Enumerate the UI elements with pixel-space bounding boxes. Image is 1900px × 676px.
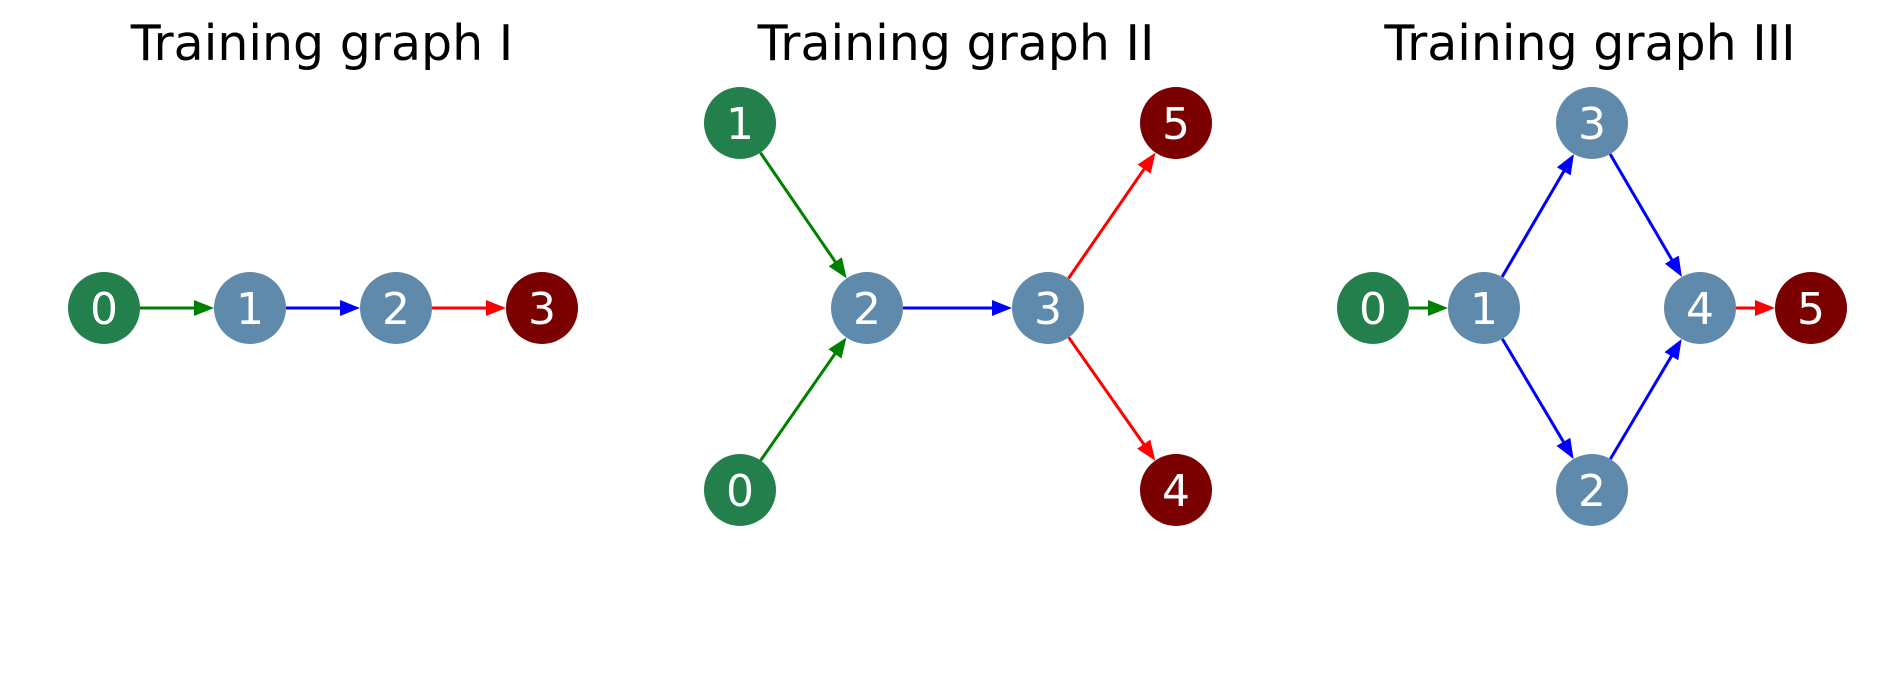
node-0: 0 [704,454,776,526]
edge-line [1501,338,1566,445]
edge-4-to-5 [1736,300,1775,316]
node-5: 5 [1140,87,1212,159]
node-label: 5 [1797,284,1825,335]
edge-1-to-3 [1500,154,1574,278]
edge-line [1609,353,1674,460]
arrowhead-icon [1664,339,1682,361]
arrowhead-icon [1664,255,1682,277]
node-1: 1 [704,87,776,159]
edge-line [1608,153,1675,263]
edge-line [759,351,838,462]
node-1: 1 [214,272,286,344]
node-2: 2 [360,272,432,344]
node-3: 3 [506,272,578,344]
node-label: 0 [1359,284,1387,335]
arrowhead-icon [340,300,360,316]
node-circle [831,272,903,344]
node-label: 1 [236,284,264,335]
panel-title: Training graph II [757,15,1155,72]
node-label: 0 [90,284,118,335]
edge-line [759,151,838,265]
edge-3-to-4 [1608,153,1682,277]
arrowhead-icon [828,337,847,359]
node-2: 2 [831,272,903,344]
node-label: 3 [528,284,556,335]
graph-panel-2: Training graph II1 5 2 3 0 4 [704,15,1212,526]
edge-line [1067,336,1147,447]
graph-panel-3: Training graph III 3 0 1 4 5 2 [1337,15,1847,526]
node-circle [1556,87,1628,159]
edge-0-to-1 [1409,300,1448,316]
node-label: 2 [382,284,410,335]
node-circle [506,272,578,344]
node-circle [68,272,140,344]
node-label: 2 [853,284,881,335]
arrowhead-icon [992,300,1012,316]
arrowhead-icon [1137,152,1156,174]
node-1: 1 [1448,272,1520,344]
node-2: 2 [1556,454,1628,526]
node-label: 1 [726,99,754,150]
node-3: 3 [1556,87,1628,159]
node-circle [1012,272,1084,344]
node-label: 4 [1686,284,1714,335]
edge-line [1500,168,1567,278]
edge-2-to-4 [1609,339,1682,460]
edge-1-to-2 [286,300,360,316]
node-circle [704,87,776,159]
node-label: 5 [1162,99,1190,150]
node-circle [1448,272,1520,344]
edge-2-to-3 [903,300,1012,316]
node-5: 5 [1775,272,1847,344]
graph-panel-1: Training graph I 0 1 2 3 [68,15,578,344]
panel-title: Training graph III [1383,15,1795,72]
node-label: 3 [1034,284,1062,335]
arrowhead-icon [1428,300,1448,316]
edge-0-to-2 [759,337,847,462]
node-label: 3 [1578,99,1606,150]
node-0: 0 [1337,272,1409,344]
node-circle [1775,272,1847,344]
edge-0-to-1 [140,300,214,316]
arrowhead-icon [828,257,847,279]
node-label: 2 [1578,466,1606,517]
edge-3-to-4 [1067,336,1156,461]
node-circle [1140,454,1212,526]
node-label: 1 [1470,284,1498,335]
node-circle [1140,87,1212,159]
edge-1-to-2 [759,151,847,279]
arrowhead-icon [1137,439,1156,461]
panel-title: Training graph I [130,15,513,72]
edge-1-to-2 [1501,338,1574,459]
node-circle [1664,272,1736,344]
arrowhead-icon [486,300,506,316]
arrowhead-icon [1556,154,1574,176]
arrowhead-icon [1755,300,1775,316]
arrowhead-icon [194,300,214,316]
node-3: 3 [1012,272,1084,344]
node-circle [704,454,776,526]
node-label: 0 [726,466,754,517]
node-circle [360,272,432,344]
node-label: 4 [1162,466,1190,517]
node-4: 4 [1664,272,1736,344]
arrowhead-icon [1556,437,1574,459]
edge-3-to-5 [1067,152,1156,280]
node-circle [1337,272,1409,344]
node-circle [214,272,286,344]
node-4: 4 [1140,454,1212,526]
edge-2-to-3 [432,300,506,316]
node-0: 0 [68,272,140,344]
node-circle [1556,454,1628,526]
edge-line [1067,166,1147,280]
